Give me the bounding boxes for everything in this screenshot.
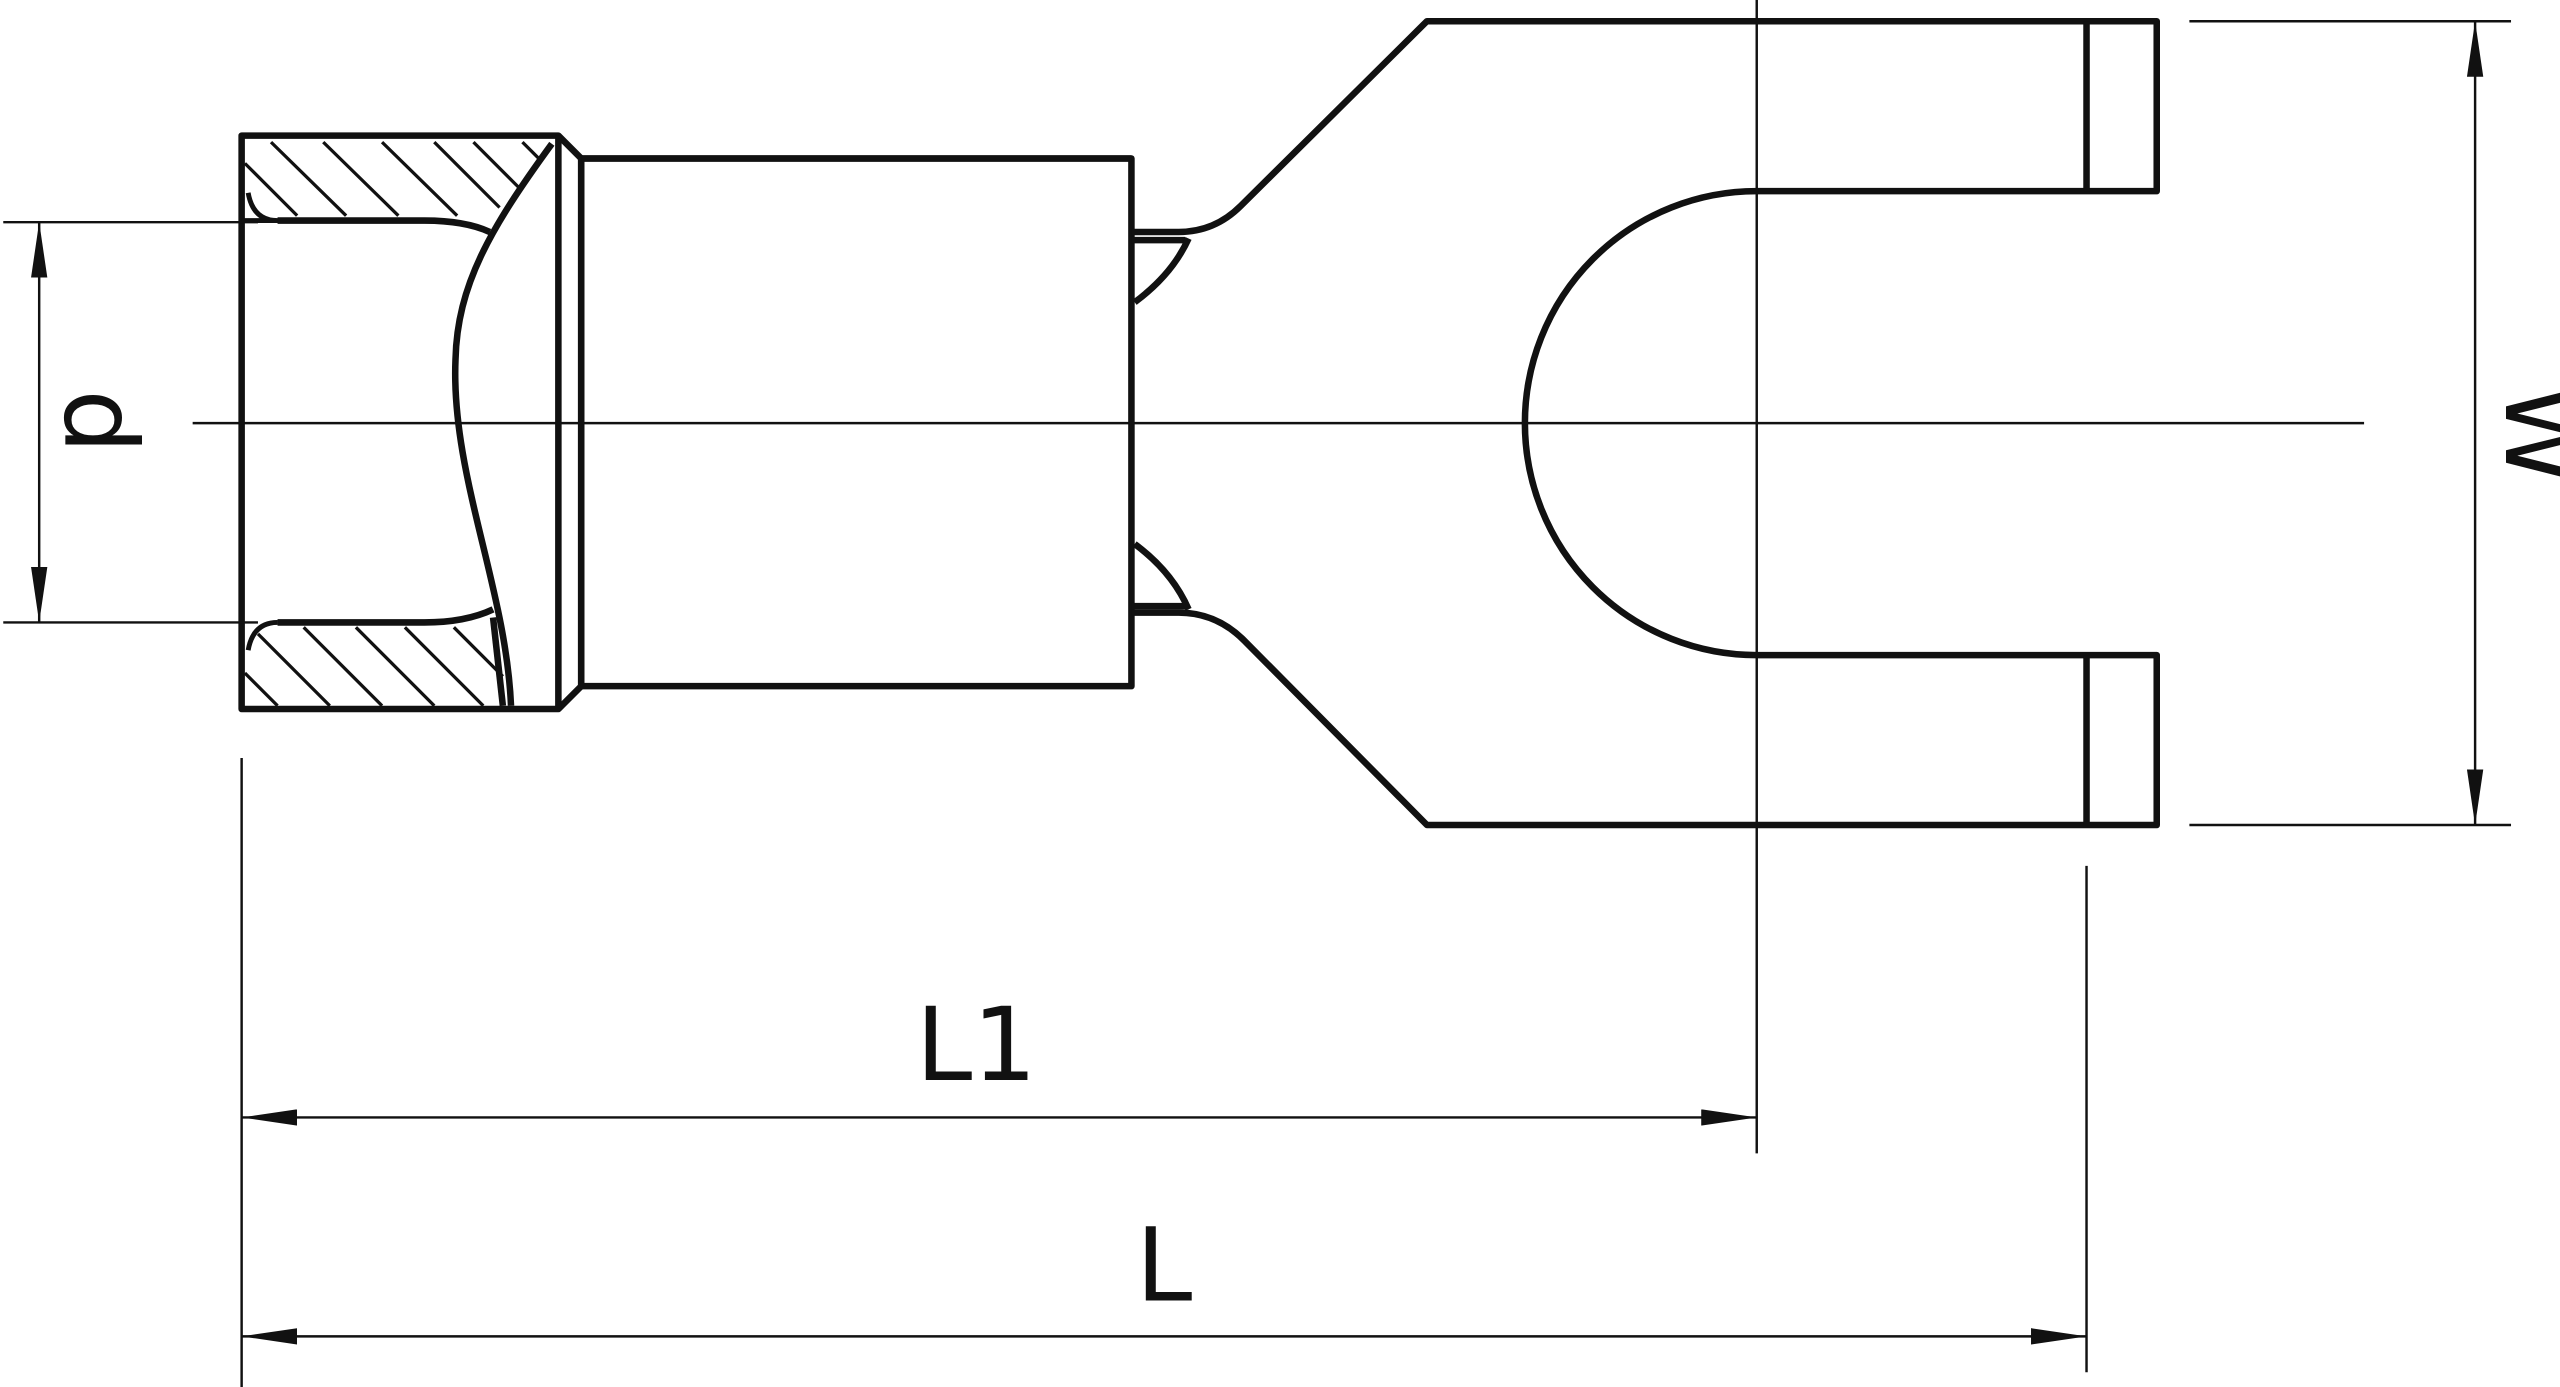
label-l1: L1: [916, 986, 1037, 1104]
label-d: d: [41, 389, 159, 453]
hatching: [243, 140, 540, 707]
fork-body: [1131, 17, 2160, 829]
crimp-sleeve: [577, 155, 1135, 690]
label-w: W: [2482, 384, 2560, 484]
label-l: L: [1136, 1206, 1192, 1324]
dimension-lines: [3, 20, 2512, 1387]
